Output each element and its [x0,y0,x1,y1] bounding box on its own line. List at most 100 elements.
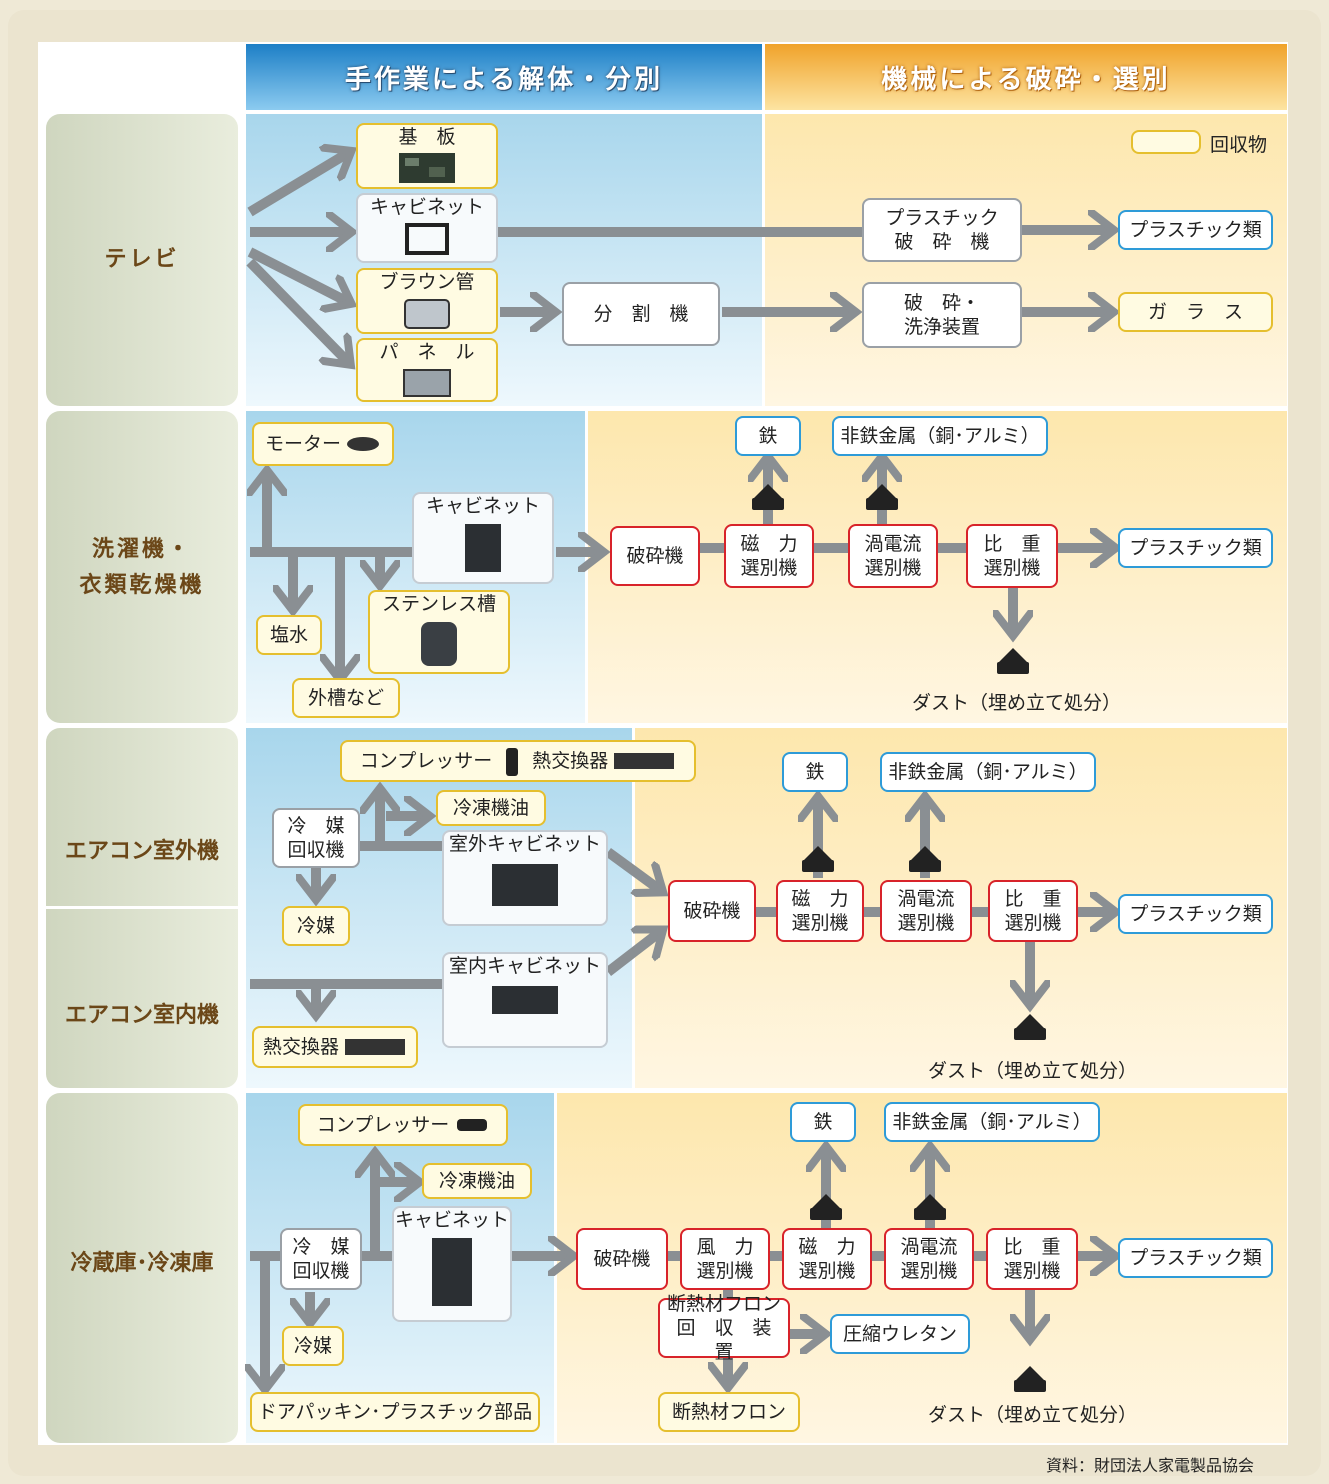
ac-nonferrous-output: 非鉄金属（銅･アルミ） [880,752,1096,792]
ac-iron-output: 鉄 [782,752,848,792]
indoor-unit-icon [490,982,560,1032]
fridge-wind-line1: 風 力 [696,1235,753,1259]
washer-cabinet-label: キャビネット [426,494,540,518]
fridge-gravity-line2: 選別機 [1003,1259,1060,1283]
washer-outer-tub: 外槽など [292,678,400,718]
fridge-cabinet-icon [428,1236,476,1308]
fridge-insul-line2: 回 収 装 置 [660,1316,788,1364]
fridge-refrigerant-recovery: 冷 媒 回収機 [280,1228,362,1290]
washer-gravity-sorter: 比 重 選別機 [966,524,1058,588]
washer-plastics-output: プラスチック類 [1118,528,1273,568]
tv-crt-label: ブラウン管 [379,270,474,294]
washer-eddy-sorter: 渦電流 選別機 [848,524,938,588]
washer-magnetic-line1: 磁 力 [740,532,797,556]
ac-eddy-sorter: 渦電流 選別機 [880,880,972,942]
ac-refrigerator-oil: 冷凍機油 [436,790,546,826]
ac-indoor-cabinet: 室内キャビネット [442,952,608,1048]
fridge-insul-line1: 断熱材フロン [667,1292,781,1316]
tv-glass-processor-line1: 破 砕・ [904,291,980,315]
fridge-compressor: コンプレッサー [298,1104,508,1146]
ac-magnetic-line2: 選別機 [791,911,848,935]
tv-glass-output: ガ ラ ス [1118,292,1273,332]
fridge-refr-rec-line1: 冷 媒 [292,1235,349,1259]
tv-glass-processor: 破 砕・ 洗浄装置 [862,282,1022,348]
washer-magnetic-line2: 選別機 [740,556,797,580]
fridge-insulation-freon: 断熱材フロン [658,1392,800,1432]
ac-refr-rec-line1: 冷 媒 [287,814,344,838]
fridge-eddy-sorter: 渦電流 選別機 [884,1228,974,1290]
fridge-nonferrous-output: 非鉄金属（銅･アルミ） [884,1102,1100,1142]
ac-crusher: 破砕機 [668,880,756,942]
ac-eddy-line2: 選別機 [897,911,954,935]
heat-exchanger-2-icon [343,1035,407,1059]
legend-label: 回収物 [1210,130,1267,157]
ac-heat-exchanger-label: 熱交換器 [532,749,608,773]
fridge-magnetic-line1: 磁 力 [798,1235,855,1259]
fridge-magnetic-line2: 選別機 [798,1259,855,1283]
washer-magnetic-sorter: 磁 力 選別機 [724,524,814,588]
washer-gravity-line2: 選別機 [983,556,1040,580]
tv-plastic-crusher: プラスチック 破 砕 機 [862,198,1022,262]
ac-magnetic-sorter: 磁 力 選別機 [776,880,864,942]
tv-panel-label: パ ネ ル [379,340,474,364]
fridge-eddy-line1: 渦電流 [900,1235,957,1259]
ac-dust-label: ダスト（埋め立て処分） [928,1056,1137,1083]
ac-compressor-label: コンプレッサー [360,749,492,773]
fridge-crusher: 破砕機 [576,1228,668,1290]
ac-indoor-cabinet-label: 室内キャビネット [449,954,601,978]
fridge-dust-label: ダスト（埋め立て処分） [928,1400,1137,1427]
fridge-eddy-line2: 選別機 [900,1259,957,1283]
ac-compressor-exchanger: コンプレッサー 熱交換器 [340,740,696,782]
fridge-gravity-sorter: 比 重 選別機 [986,1228,1078,1290]
ac-gravity-sorter: 比 重 選別機 [988,880,1078,942]
motor-icon [345,435,381,453]
tv-board-label: 基 板 [398,125,455,149]
ac-magnetic-line1: 磁 力 [791,887,848,911]
glass-panel-icon [402,368,452,398]
washer-gravity-line1: 比 重 [983,532,1040,556]
fridge-door-parts: ドアパッキン･プラスチック部品 [250,1392,540,1432]
fridge-gravity-line1: 比 重 [1003,1235,1060,1259]
washer-crusher: 破砕機 [610,526,700,586]
washer-eddy-line2: 選別機 [864,556,921,580]
tv-splitter: 分 割 機 [562,282,720,346]
washer-motor: モーター [252,422,394,466]
source-credit: 資料：財団法人家電製品協会 [1046,1452,1254,1476]
tv-plastic-crusher-line2: 破 砕 機 [894,230,989,254]
tv-crt: ブラウン管 [356,268,498,334]
washer-iron-output: 鉄 [735,416,801,456]
washer-eddy-line1: 渦電流 [864,532,921,556]
tv-cabinet-label: キャビネット [370,195,484,219]
ac-refrigerant-recovery: 冷 媒 回収機 [272,808,360,868]
washer-cabinet: キャビネット [412,492,554,584]
fridge-cabinet: キャビネット [392,1206,512,1322]
compressor-icon [498,744,526,778]
washer-stainless-tub: ステンレス槽 [368,590,510,674]
fridge-refr-rec-line2: 回収機 [292,1259,349,1283]
ac-outdoor-cabinet: 室外キャビネット [442,830,608,926]
heat-exchanger-icon [612,749,676,773]
washer-saltwater: 塩水 [256,615,322,655]
fridge-urethane-output: 圧縮ウレタン [830,1314,970,1354]
fridge-refrigerant: 冷媒 [282,1326,344,1366]
fridge-plastics-output: プラスチック類 [1118,1238,1273,1278]
tv-plastic-crusher-line1: プラスチック [885,206,999,230]
washer-dust-label: ダスト（埋め立て処分） [912,688,1121,715]
tv-panel: パ ネ ル [356,338,498,402]
fridge-iron-output: 鉄 [790,1102,856,1142]
ac-heat-exchanger-2: 熱交換器 [252,1026,418,1068]
ac-gravity-line1: 比 重 [1004,887,1061,911]
washer-motor-label: モーター [265,432,341,456]
crt-tube-icon [403,298,451,330]
ac-plastics-output: プラスチック類 [1118,894,1273,934]
fridge-refrigerator-oil: 冷凍機油 [422,1163,532,1199]
ac-refrigerant: 冷媒 [282,906,350,946]
ac-eddy-line1: 渦電流 [897,887,954,911]
fridge-compressor-icon [455,1115,489,1135]
tv-cabinet-icon [405,223,449,257]
outdoor-unit-icon [490,860,560,910]
fridge-cabinet-label: キャビネット [395,1208,509,1232]
stainless-tub-icon [419,620,459,668]
washer-stainless-label: ステンレス槽 [382,592,496,616]
fridge-magnetic-sorter: 磁 力 選別機 [782,1228,872,1290]
